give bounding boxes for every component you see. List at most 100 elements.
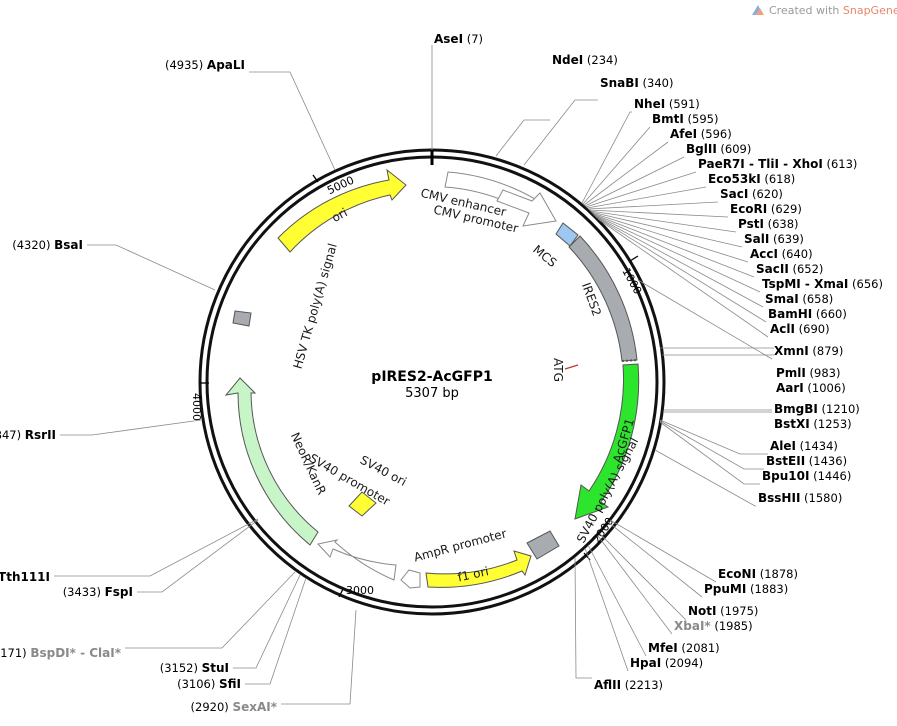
- site-leader-line: [597, 218, 769, 338]
- site-leader-line: [585, 171, 697, 208]
- site-position: (1436): [805, 454, 847, 468]
- site-leader-line: [587, 201, 719, 210]
- restriction-site-label: SalI (639): [744, 232, 804, 246]
- site-leader-line: [593, 214, 761, 293]
- restriction-site-label: AseI (7): [434, 32, 483, 46]
- restriction-site-label: (3152) StuI: [160, 661, 229, 675]
- feature-cmv-promoter: [496, 189, 557, 227]
- site-name: FspI: [105, 585, 133, 599]
- restriction-site-label: BamHI (660): [768, 307, 847, 321]
- tick-mark: [629, 255, 639, 262]
- feature-hsv-tk-polya: [232, 310, 252, 327]
- feature-acgfp1: [574, 363, 640, 520]
- site-position: (656): [848, 277, 883, 291]
- restriction-site-label: BmtI (595): [652, 112, 718, 126]
- feature-sv40-polya: [526, 530, 560, 560]
- snapgene-logo-icon: [752, 5, 764, 15]
- site-name: NheI: [634, 97, 665, 111]
- restriction-site-label: EcoNI (1878): [718, 567, 798, 581]
- site-name: PpuMI: [704, 582, 746, 596]
- site-name: AccI: [750, 247, 778, 261]
- feature-ampr-promoter: [400, 569, 421, 589]
- restriction-site-label: (3171) BspDI* - ClaI*: [0, 646, 122, 660]
- site-name: HpaI: [630, 656, 661, 670]
- site-name: BssHII: [758, 491, 800, 505]
- site-name: AseI: [434, 32, 463, 46]
- site-position: (3106): [177, 677, 219, 691]
- site-name: SexAI*: [232, 700, 277, 714]
- site-position: (613): [823, 157, 858, 171]
- site-position: (340): [639, 76, 674, 90]
- site-name: PflFI - Tth111I: [0, 570, 50, 584]
- site-leader-line: [125, 571, 296, 649]
- site-leader-line: [574, 556, 592, 679]
- site-position: (1446): [809, 469, 851, 483]
- site-leader-line: [659, 421, 760, 485]
- restriction-site-label: AclI (690): [770, 322, 830, 336]
- site-name: MfeI: [648, 641, 678, 655]
- site-name: AflII: [594, 678, 621, 692]
- restriction-site-label: Eco53kI (618): [708, 172, 795, 186]
- restriction-site-label: MfeI (2081): [648, 641, 720, 655]
- site-name: EcoNI: [718, 567, 756, 581]
- site-position: (7): [463, 32, 483, 46]
- site-name: PmlI: [776, 366, 806, 380]
- restriction-site-label: BstXI (1253): [774, 417, 852, 431]
- restriction-site-label: (3449) PflFI - Tth111I: [0, 570, 50, 584]
- site-leader-line: [591, 212, 749, 263]
- site-position: (639): [769, 232, 804, 246]
- restriction-site-label: PaeR7I - TliI - XhoI (613): [698, 157, 857, 171]
- site-leader-line: [583, 141, 669, 206]
- site-name: BglII: [686, 142, 717, 156]
- site-name: Eco53kI: [708, 172, 761, 186]
- site-position: (652): [789, 262, 824, 276]
- site-name: SalI: [744, 232, 769, 246]
- tick-label: 4000: [190, 393, 203, 421]
- site-position: (3152): [160, 661, 202, 675]
- restriction-site-label: AflII (2213): [594, 678, 663, 692]
- plasmid-length: 5307 bp: [405, 386, 459, 401]
- feature-label: f1 ori: [456, 564, 490, 584]
- site-name: XmnI: [774, 344, 809, 358]
- site-name: AclI: [770, 322, 795, 336]
- feature-sv40-ori: [348, 491, 377, 517]
- restriction-site-label: Bpu10I (1446): [762, 469, 851, 483]
- site-leader-line: [233, 574, 301, 669]
- site-name: BsaI: [54, 238, 83, 252]
- site-position: (591): [665, 97, 700, 111]
- site-leader-line: [589, 210, 737, 233]
- site-position: (1975): [717, 604, 759, 618]
- site-leader-line: [659, 419, 768, 455]
- site-position: (2920): [191, 700, 233, 714]
- site-leader-line: [495, 119, 550, 157]
- restriction-site-label: AfeI (596): [670, 127, 732, 141]
- site-position: (658): [799, 292, 834, 306]
- site-position: (620): [748, 187, 783, 201]
- feature-neor-kanr: [224, 377, 319, 546]
- feature-atg: [564, 364, 579, 370]
- site-position: (1883): [746, 582, 788, 596]
- site-name: BstXI: [774, 417, 810, 431]
- restriction-site-label: (3847) RsrII: [0, 428, 56, 442]
- site-name: PaeR7I - TliI - XhoI: [698, 157, 823, 171]
- site-leader-line: [54, 518, 259, 577]
- site-name: BamHI: [768, 307, 812, 321]
- site-leader-line: [597, 535, 673, 635]
- feature-sv40-promoter: [317, 539, 397, 581]
- restriction-site-label: PpuMI (1883): [704, 582, 788, 596]
- site-leader-line: [245, 577, 307, 685]
- site-position: (2081): [678, 641, 720, 655]
- restriction-site-label: (3433) FspI: [63, 585, 133, 599]
- site-name: AfeI: [670, 127, 697, 141]
- restriction-site-label: (3106) SfiI: [177, 677, 241, 691]
- site-name: AarI: [776, 381, 804, 395]
- feature-label: ATG: [551, 358, 565, 382]
- site-position: (1985): [711, 619, 753, 633]
- site-leader-line: [137, 519, 259, 593]
- site-position: (1580): [800, 491, 842, 505]
- restriction-site-label: XmnI (879): [774, 344, 843, 358]
- site-name: XbaI*: [674, 619, 711, 633]
- site-position: (690): [795, 322, 830, 336]
